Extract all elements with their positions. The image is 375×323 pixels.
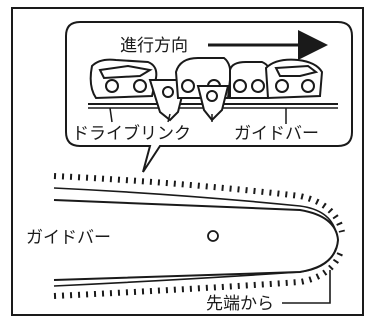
saw-chain-top-edge [53,187,337,233]
guide-bar-label: ガイドバー [26,228,111,248]
cutter-link [229,61,272,99]
drive-link-leader [109,107,113,123]
saw-chain-bottom [53,247,345,299]
direction-label: 進行方向 [120,36,188,56]
bar-rivet [207,230,219,242]
from-tip-leader [282,270,331,304]
chain-detail [88,57,338,122]
cutter-link [89,58,158,100]
drive-link [196,85,230,122]
saw-chain-bottom-edge [53,247,337,287]
from-tip-label: 先端から [206,294,274,314]
saw-chain-top [53,173,345,233]
outer-frame [11,7,364,316]
guide-bar-top-label: ガイドバー [234,124,319,144]
cutter-link [264,58,324,100]
drive-link-label: ドライブリンク [72,123,191,144]
